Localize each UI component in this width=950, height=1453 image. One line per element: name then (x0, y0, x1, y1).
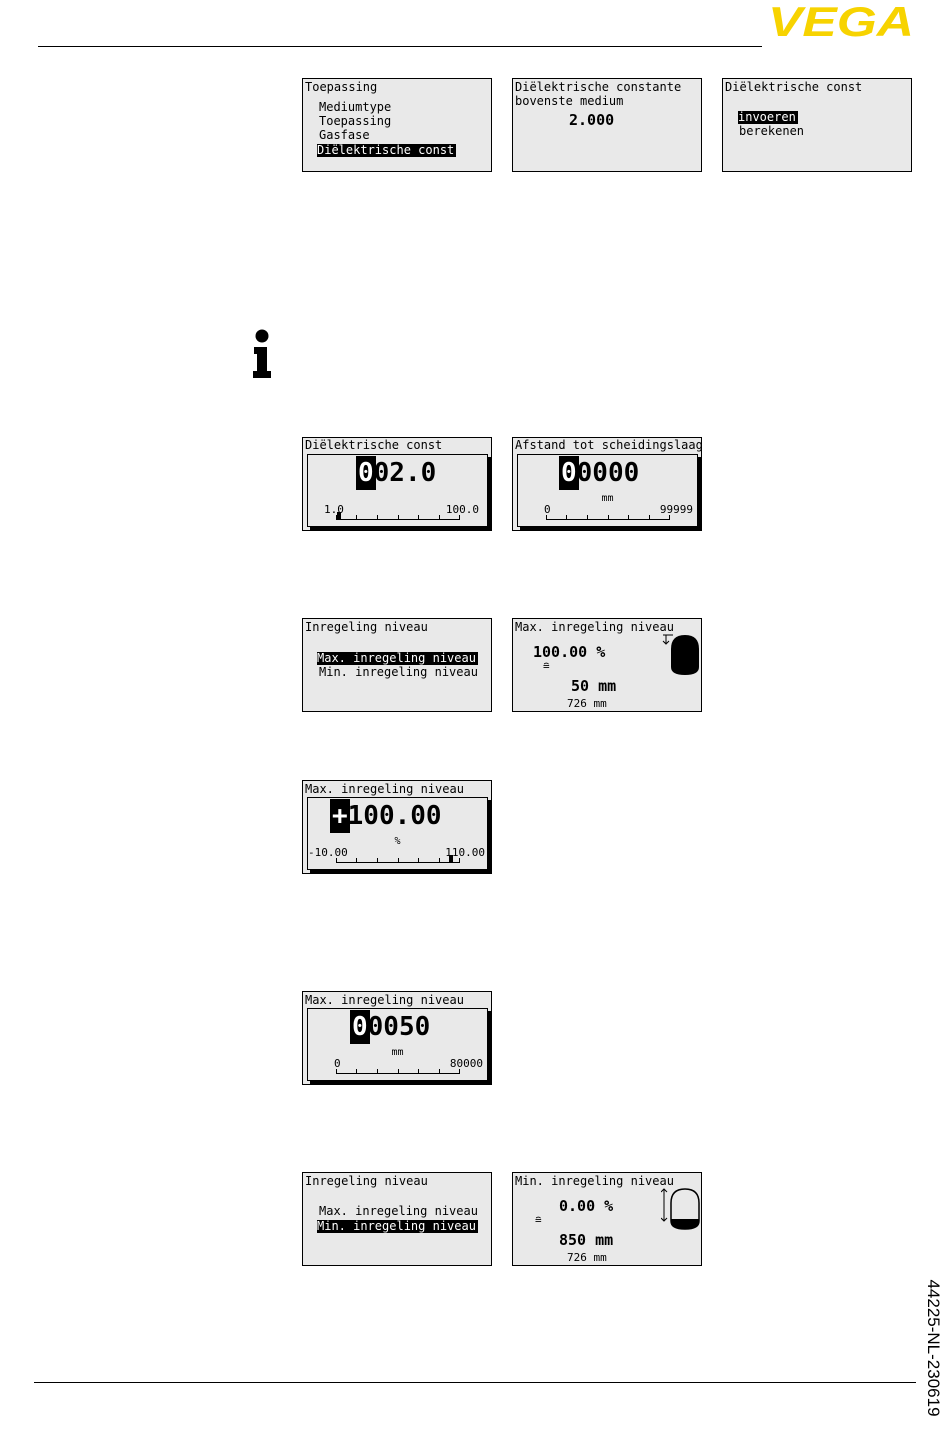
scale-bar (336, 855, 460, 863)
scale-position-marker (449, 855, 453, 862)
screen-title-line2: bovenste medium (515, 94, 624, 108)
measured-value: 726 mm (567, 697, 607, 710)
lcd-screen-dk-choice: Diëlektrische const invoeren berekenen (722, 78, 912, 172)
distance-value: 850 mm (559, 1231, 614, 1249)
lcd-screen-max-distance-edit: Max. inregeling niveau 00050 mm 0 80000 (302, 991, 492, 1085)
edit-digits: 02.0 (373, 458, 437, 488)
lcd-screen-dk-edit: Diëlektrische const 002.0 1.0 100.0 (302, 437, 492, 531)
document-code: 44225-NL-230619 (924, 1279, 943, 1417)
screen-title: Inregeling niveau (305, 1174, 428, 1188)
scale-max: 100.0 (445, 503, 479, 516)
screen-title: Max. inregeling niveau (305, 782, 464, 796)
lcd-screen-toepassing: Toepassing Mediumtype Toepassing Gasfase… (302, 78, 492, 172)
lcd-screen-max-adjust: Max. inregeling niveau 100.00 % ≘ 50 mm … (512, 618, 702, 712)
header-rule (38, 46, 762, 47)
menu-item[interactable]: Toepassing (319, 114, 392, 128)
screen-title: Diëlektrische constante (515, 80, 682, 94)
scale-min: 0 (544, 503, 551, 516)
menu-item[interactable]: berekenen (739, 124, 805, 138)
edit-frame[interactable]: 00050 mm 0 80000 (307, 1008, 488, 1081)
screen-title: Toepassing (305, 80, 378, 94)
edit-value[interactable]: 002.0 (356, 456, 437, 490)
edit-cursor[interactable]: 0 (356, 456, 376, 490)
edit-value[interactable]: 00050 (350, 1010, 431, 1044)
tank-full-icon (662, 634, 699, 675)
edit-cursor[interactable]: 0 (559, 456, 579, 490)
vega-logo: VEGA (768, 2, 914, 40)
screen-title: Inregeling niveau (305, 620, 428, 634)
lcd-screen-dk-top-medium: Diëlektrische constante bovenste medium … (512, 78, 702, 172)
screen-title: Max. inregeling niveau (305, 993, 464, 1007)
edit-value[interactable]: 00000 (559, 456, 640, 490)
tank-empty-icon (661, 1188, 700, 1230)
scale-max: 110.00 (445, 846, 485, 859)
lcd-screen-inregeling-min-selected: Inregeling niveau Max. inregeling niveau… (302, 1172, 492, 1266)
info-icon (253, 329, 271, 378)
equivalence-symbol: ≘ (543, 660, 550, 673)
edit-digits: 100.00 (347, 801, 442, 831)
scale-bar (336, 512, 460, 520)
edit-cursor[interactable]: 0 (350, 1010, 370, 1044)
unit-label: mm (391, 1047, 404, 1058)
menu-item[interactable]: Max. inregeling niveau (319, 1204, 478, 1218)
percent-value: 100.00 % (533, 643, 606, 661)
distance-value: 50 mm (571, 677, 617, 695)
screen-title: Diëlektrische const (725, 80, 863, 94)
menu-item-selected[interactable]: Max. inregeling niveau (317, 651, 478, 665)
screen-title: Afstand tot scheidingslaag (515, 438, 702, 452)
lcd-screen-inregeling-max-selected: Inregeling niveau Max. inregeling niveau… (302, 618, 492, 712)
footer-rule (34, 1382, 916, 1383)
scale-min: -10.00 (308, 846, 348, 859)
scale-bar (546, 515, 670, 520)
menu-item[interactable]: Mediumtype (319, 100, 392, 114)
menu-item[interactable]: Gasfase (319, 128, 370, 142)
screen-title: Max. inregeling niveau (515, 620, 674, 634)
measured-value: 726 mm (567, 1251, 607, 1264)
scale-min: 0 (334, 1057, 341, 1070)
edit-digits: 0050 (367, 1012, 431, 1042)
menu-item[interactable]: Min. inregeling niveau (319, 665, 478, 679)
scale-bar (336, 1069, 460, 1074)
scale-max: 80000 (449, 1057, 483, 1070)
edit-frame[interactable]: 00000 mm 0 99999 (517, 454, 698, 527)
screen-title: Min. inregeling niveau (515, 1174, 674, 1188)
percent-value: 0.00 % (559, 1197, 614, 1215)
lcd-screen-max-percent-edit: Max. inregeling niveau +100.00 % -10.00 … (302, 780, 492, 874)
screen-title: Diëlektrische const (305, 438, 443, 452)
unit-label: mm (601, 493, 614, 504)
menu-item-selected[interactable]: invoeren (738, 110, 798, 124)
unit-label: % (394, 836, 401, 847)
menu-item-selected[interactable]: Min. inregeling niveau (317, 1219, 478, 1233)
edit-cursor[interactable]: + (330, 799, 350, 833)
value-display: 2.000 (569, 111, 615, 129)
edit-value[interactable]: +100.00 (330, 799, 442, 833)
menu-item-selected[interactable]: Diëlektrische const (317, 143, 457, 157)
brand-text: VEGA (768, 2, 914, 40)
edit-digits: 0000 (576, 458, 640, 488)
scale-max: 99999 (659, 503, 693, 516)
equivalence-symbol: ≘ (535, 1214, 542, 1227)
lcd-screen-distance-edit: Afstand tot scheidingslaag 00000 mm 0 99… (512, 437, 702, 531)
edit-frame[interactable]: +100.00 % -10.00 110.00 (307, 797, 488, 870)
scale-position-marker (337, 512, 341, 519)
edit-frame[interactable]: 002.0 1.0 100.0 (307, 454, 488, 527)
lcd-screen-min-adjust: Min. inregeling niveau 0.00 % ≘ 850 mm 7… (512, 1172, 702, 1266)
